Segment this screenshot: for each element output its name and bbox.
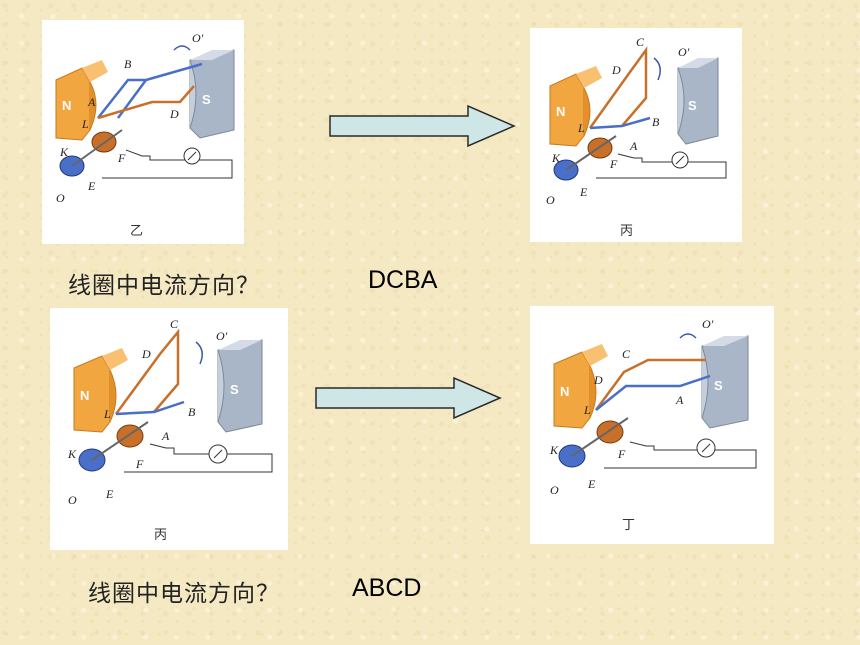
label-o-prime: O′: [192, 31, 204, 45]
answer-text: ABCD: [352, 574, 422, 602]
label-c: C: [636, 35, 645, 49]
label-c: C: [622, 347, 631, 361]
right-arrow-icon: [315, 376, 502, 420]
north-pole-label: N: [560, 384, 569, 399]
south-pole-label: S: [230, 382, 239, 397]
label-a: A: [675, 393, 684, 407]
label-b: B: [188, 405, 196, 419]
label-o: O: [546, 193, 555, 207]
answer-text: DCBA: [368, 266, 438, 294]
panel-caption: 丙: [620, 224, 634, 239]
diagram-panel-bing-top: N S C O′ D B L A K F E O 丙: [530, 28, 742, 242]
label-l: L: [81, 117, 89, 131]
label-k: K: [551, 151, 561, 165]
label-f: F: [609, 157, 618, 171]
label-k: K: [59, 145, 69, 159]
label-o: O: [56, 191, 65, 205]
panel-caption: 乙: [130, 224, 144, 239]
label-b: B: [652, 115, 660, 129]
label-f: F: [117, 151, 126, 165]
label-l: L: [577, 121, 585, 135]
label-a: A: [161, 429, 170, 443]
label-c: C: [170, 317, 179, 331]
north-pole-label: N: [80, 388, 89, 403]
label-e: E: [105, 487, 114, 501]
label-e: E: [587, 477, 596, 491]
label-b: B: [124, 57, 132, 71]
label-e: E: [87, 179, 96, 193]
label-o-prime: O′: [702, 317, 714, 331]
generator-diagram: N S C O′ D B L A K F E O: [546, 35, 727, 207]
label-l: L: [103, 407, 111, 421]
question-text: 线圈中电流方向？: [68, 273, 260, 299]
panel-caption: 丁: [622, 518, 636, 533]
label-d: D: [169, 107, 179, 121]
diagram-panel-ding: N S O′ C D A L K F E O 丁: [530, 306, 774, 544]
label-d: D: [593, 373, 603, 387]
label-k: K: [67, 447, 77, 461]
label-e: E: [579, 185, 588, 199]
label-d: D: [611, 63, 621, 77]
question-text: 线圈中电流方向？: [88, 581, 280, 607]
diagram-panel-bing-bottom: N S C O′ D B L A K F E O 丙: [50, 308, 288, 550]
panel-caption: 丙: [154, 528, 168, 543]
south-pole-label: S: [202, 92, 211, 107]
label-d: D: [141, 347, 151, 361]
generator-diagram: N S O′ B A D L K F E O: [55, 31, 235, 205]
right-arrow-icon: [329, 104, 516, 148]
label-o-prime: O′: [678, 45, 690, 59]
label-f: F: [617, 447, 626, 461]
south-pole-label: S: [688, 98, 697, 113]
label-a: A: [87, 95, 96, 109]
label-f: F: [135, 457, 144, 471]
label-o-prime: O′: [216, 329, 228, 343]
label-l: L: [583, 403, 591, 417]
label-k: K: [549, 443, 559, 457]
south-pole-label: S: [714, 378, 723, 393]
label-o: O: [68, 493, 77, 507]
generator-diagram: N S O′ C D A L K F E O: [549, 317, 757, 497]
label-o: O: [550, 483, 559, 497]
north-pole-label: N: [556, 104, 565, 119]
north-pole-label: N: [62, 98, 71, 113]
diagram-panel-yi: N S O′ B A D L K F E O 乙: [42, 20, 244, 244]
label-a: A: [629, 139, 638, 153]
generator-diagram: N S C O′ D B L A K F E O: [67, 317, 273, 507]
